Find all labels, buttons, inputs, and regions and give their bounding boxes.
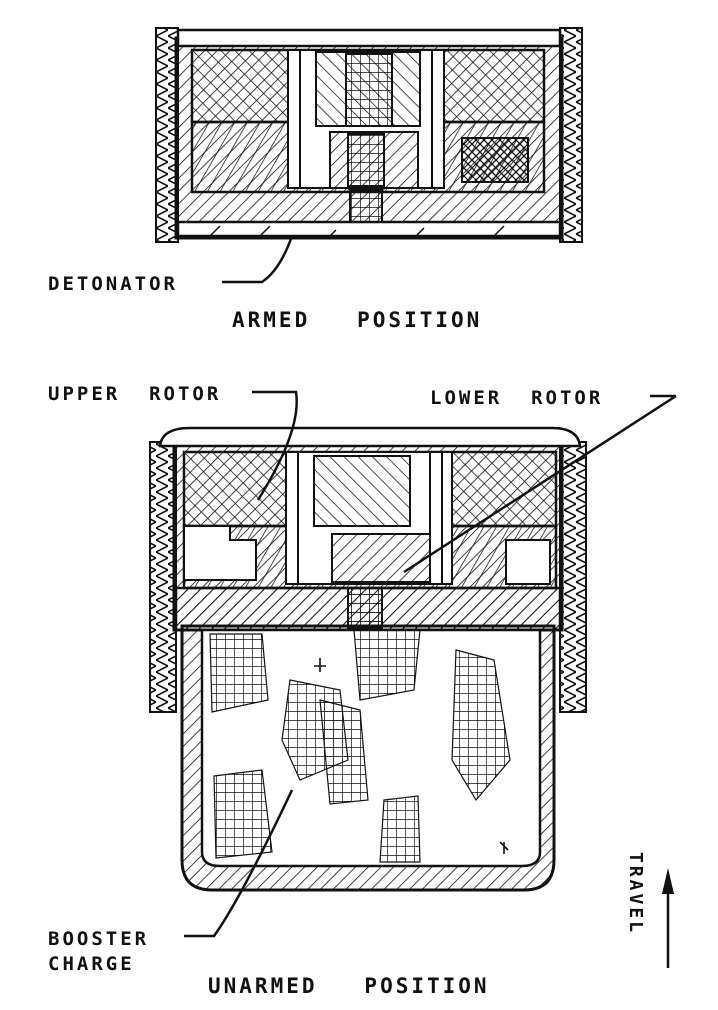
unarmed-left-thread bbox=[149, 441, 177, 713]
booster-grid-patch-1 bbox=[209, 633, 269, 713]
booster-charge-label-line1: BOOSTER bbox=[48, 928, 149, 950]
booster-grid-patch-5 bbox=[451, 649, 511, 802]
lower-rotor-leader-line bbox=[403, 394, 677, 574]
lower-rotor-label: LOWER ROTOR bbox=[430, 387, 603, 409]
unarmed-right-thread bbox=[559, 441, 587, 713]
unarmed-position-caption: UNARMED POSITION bbox=[208, 974, 490, 998]
booster-charge-label-line2: CHARGE bbox=[48, 953, 135, 975]
booster-grid-patch-4 bbox=[319, 699, 369, 805]
detonator-label: DETONATOR bbox=[48, 273, 178, 295]
booster-grid-patch-6 bbox=[213, 769, 273, 859]
booster-cup bbox=[180, 624, 556, 892]
travel-arrow-head bbox=[662, 868, 674, 894]
armed-top-cover bbox=[176, 28, 562, 48]
travel-label: TRAVEL bbox=[625, 852, 646, 935]
booster-grid-patch-3 bbox=[353, 629, 421, 701]
armed-crosshatch-cell bbox=[461, 137, 529, 183]
armed-assembly bbox=[155, 27, 583, 243]
detonator-leader-line bbox=[222, 235, 294, 284]
upper-rotor-label: UPPER ROTOR bbox=[48, 383, 221, 405]
travel-indicator: TRAVEL bbox=[625, 852, 674, 968]
unarmed-assembly bbox=[149, 426, 587, 713]
unarmed-top-cover bbox=[158, 426, 582, 448]
armed-position-caption: ARMED POSITION bbox=[232, 308, 482, 332]
booster-charge-leader-line bbox=[184, 789, 294, 938]
booster-grid-patch-7 bbox=[379, 795, 421, 863]
upper-rotor-leader-line bbox=[252, 390, 298, 501]
